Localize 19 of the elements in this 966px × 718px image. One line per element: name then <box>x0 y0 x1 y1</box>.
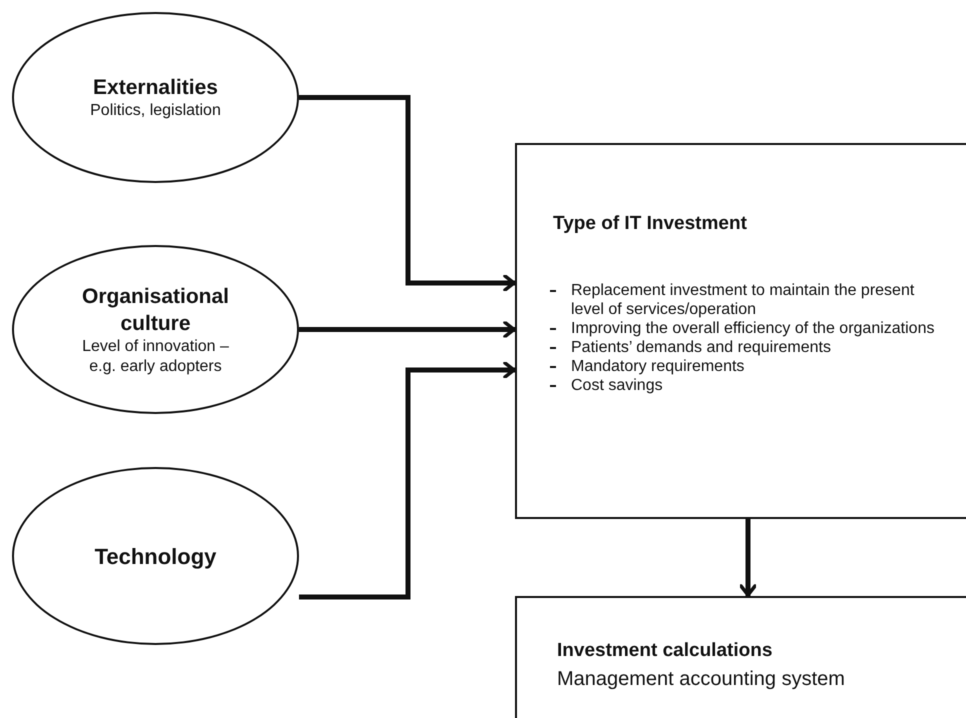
node-title: Externalities <box>93 75 218 101</box>
list-item: Cost savings <box>571 377 663 394</box>
arrow <box>299 361 516 600</box>
list-item: Replacement investment to maintain the present level of services/operation <box>571 282 914 318</box>
arrow <box>739 519 757 597</box>
node-title: Organisational culture <box>80 284 230 336</box>
arrow <box>299 95 516 292</box>
node-description: Level of innovation – e.g. early adopters <box>81 336 230 376</box>
process-box <box>515 596 966 718</box>
box-title: Type of IT Investment <box>553 213 747 235</box>
node-title: Technology <box>94 542 216 570</box>
list-item: Mandatory requirements <box>571 358 744 375</box>
list-item: Improving the overall efficiency of the organizations <box>571 320 934 337</box>
process-box <box>515 143 966 519</box>
arrow <box>299 320 516 338</box>
box-description: Management accounting system <box>557 668 845 691</box>
box-title: Investment calculations <box>557 640 772 662</box>
node-description: Politics, legislation <box>90 101 221 121</box>
list-item: Patients’ demands and requirements <box>571 339 831 356</box>
